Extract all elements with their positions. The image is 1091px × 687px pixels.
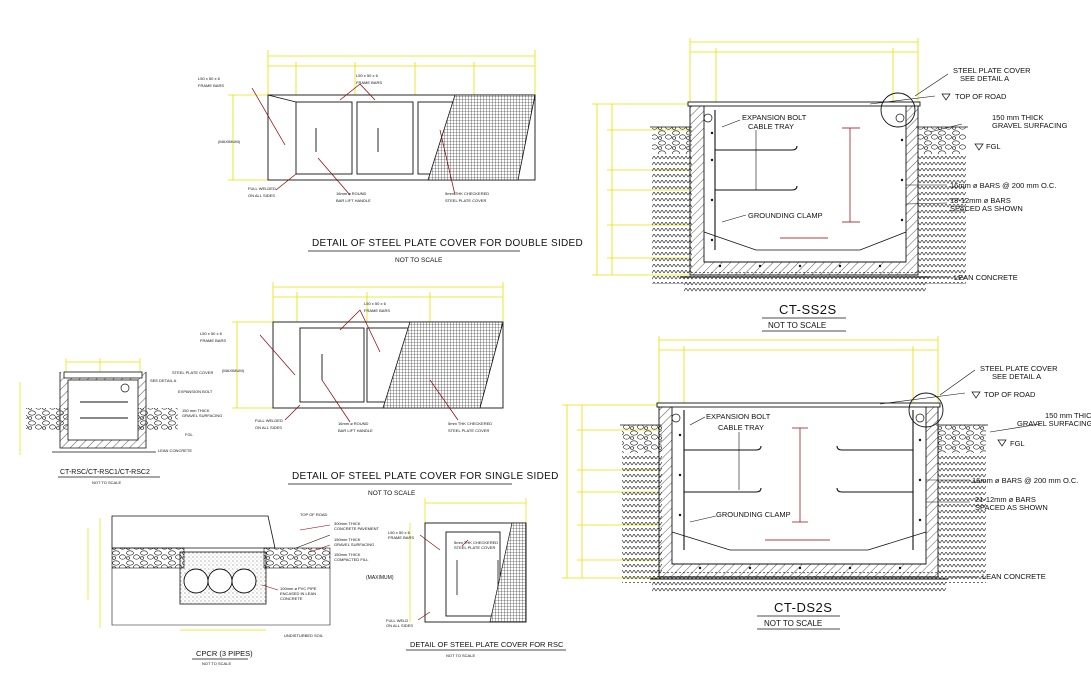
svg-text:FULL WELD: FULL WELD: [386, 618, 408, 623]
svg-text:300mm THICK: 300mm THICK: [334, 521, 361, 526]
svg-text:ON ALL SIDES: ON ALL SIDES: [255, 425, 282, 430]
handle-label: 16mm ø ROUND: [336, 191, 367, 196]
single-sided-title: DETAIL OF STEEL PLATE COVER FOR SINGLE S…: [292, 471, 559, 482]
rsc-cover-title: DETAIL OF STEEL PLATE COVER FOR RSC: [410, 640, 564, 649]
svg-text:FRAME BARS: FRAME BARS: [388, 535, 414, 540]
single-sided-scale: NOT TO SCALE: [368, 490, 416, 497]
ss2s-lean-concrete: LEAN CONCRETE: [954, 273, 1018, 282]
frame-bars-label: L50 x 50 x 6: [198, 76, 221, 81]
svg-text:COMPACTED FILL: COMPACTED FILL: [334, 557, 369, 562]
svg-text:L50 x 50 x 6: L50 x 50 x 6: [388, 530, 411, 535]
cpcr-pipes-detail: TOP OF ROAD 300mm THICK CONCRETE PAVEMEN…: [87, 512, 380, 666]
svg-text:SEE DETAIL A: SEE DETAIL A: [150, 378, 177, 383]
svg-text:FRAME BARS: FRAME BARS: [198, 83, 224, 88]
svg-text:BAR LIFT HANDLE: BAR LIFT HANDLE: [336, 198, 371, 203]
svg-text:GRAVEL SURFACING: GRAVEL SURFACING: [182, 413, 222, 418]
ds2s-lean-concrete: LEAN CONCRETE: [982, 572, 1046, 581]
ss2s-scale: NOT TO SCALE: [768, 321, 826, 330]
dimension-lines: [228, 50, 536, 181]
svg-text:NOT TO SCALE: NOT TO SCALE: [202, 661, 231, 666]
double-sided-title: DETAIL OF STEEL PLATE COVER FOR DOUBLE S…: [312, 238, 583, 249]
svg-text:ON ALL SIDES: ON ALL SIDES: [248, 193, 275, 198]
ss2s-title: CT-SS2S: [779, 302, 837, 317]
cpcr-title: CPCR (3 PIPES): [196, 649, 253, 658]
svg-text:TOP OF ROAD: TOP OF ROAD: [300, 512, 328, 517]
svg-text:16mm ø ROUND: 16mm ø ROUND: [338, 421, 369, 426]
svg-text:GRAVEL SURFACING: GRAVEL SURFACING: [1017, 419, 1091, 428]
ss2s-cable-tray: CABLE TRAY: [748, 122, 794, 131]
ds2s-expansion-bolt: EXPANSION BOLT: [706, 412, 771, 421]
full-welded-label: FULL WELDED: [248, 186, 276, 191]
svg-text:150mm THICK: 150mm THICK: [334, 552, 361, 557]
svg-text:GRAVEL SURFACING: GRAVEL SURFACING: [334, 542, 374, 547]
single-sided-cover-detail: L50 x 50 x 6 FRAME BARS L50 x 50 x 6 FRA…: [200, 282, 559, 497]
svg-text:150 mm THICK: 150 mm THICK: [1045, 411, 1091, 420]
svg-text:UNDISTURBED SOIL: UNDISTURBED SOIL: [284, 633, 324, 638]
svg-text:150 mm THICK: 150 mm THICK: [992, 113, 1044, 122]
ct-ds2s-section: STEEL PLATE COVER SEE DETAIL A TOP OF RO…: [562, 336, 1091, 630]
svg-text:FGL: FGL: [185, 432, 194, 437]
svg-text:SPACED AS SHOWN: SPACED AS SHOWN: [975, 503, 1048, 512]
svg-text:LEAN CONCRETE: LEAN CONCRETE: [158, 448, 192, 453]
ds2s-cable-tray: CABLE TRAY: [718, 423, 764, 432]
svg-text:SEE DETAIL A: SEE DETAIL A: [992, 372, 1041, 381]
svg-text:STEEL PLATE COVER: STEEL PLATE COVER: [454, 545, 495, 550]
svg-text:100mm ø PVC PIPE: 100mm ø PVC PIPE: [280, 586, 317, 591]
svg-text:(MAXIMUM): (MAXIMUM): [366, 575, 394, 581]
plate-label: 5mm THK CHECKERED: [445, 191, 489, 196]
svg-text:FRAME BARS: FRAME BARS: [364, 308, 390, 313]
svg-text:16mm ø BARS @ 200 mm O.C.: 16mm ø BARS @ 200 mm O.C.: [950, 181, 1056, 190]
ct-ss2s-section: STEEL PLATE COVER SEE DETAIL A TOP OF RO…: [592, 38, 1068, 332]
svg-text:150mm THICK: 150mm THICK: [334, 537, 361, 542]
svg-text:ENCASED IN LEAN: ENCASED IN LEAN: [280, 591, 316, 596]
ss2s-expansion-bolt: EXPANSION BOLT: [742, 113, 807, 122]
svg-text:CONCRETE: CONCRETE: [280, 596, 303, 601]
svg-text:L50 x 50 x 6: L50 x 50 x 6: [200, 331, 223, 336]
svg-text:SPACED AS SHOWN: SPACED AS SHOWN: [950, 204, 1023, 213]
ss2s-steel-plate-cover: STEEL PLATE COVER: [953, 66, 1031, 75]
ds2s-grounding-clamp: GROUNDING CLAMP: [716, 510, 791, 519]
max-dimension-label: (MAXIMUM): [218, 139, 241, 144]
svg-text:FGL: FGL: [1010, 439, 1025, 448]
svg-text:NOT TO SCALE: NOT TO SCALE: [92, 480, 121, 485]
rsc-section-detail: STEEL PLATE COVER SEE DETAIL A EXPANSION…: [19, 358, 222, 485]
ss2s-top-of-road: TOP OF ROAD: [955, 92, 1007, 101]
ds2s-scale: NOT TO SCALE: [764, 619, 822, 628]
svg-text:FGL: FGL: [986, 142, 1001, 151]
rsc-section-title: CT-RSC/CT-RSC1/CT-RSC2: [60, 469, 150, 476]
svg-text:BAR LIFT HANDLE: BAR LIFT HANDLE: [338, 428, 373, 433]
svg-text:(MAXIMUM): (MAXIMUM): [222, 368, 245, 373]
svg-text:NOT TO SCALE: NOT TO SCALE: [446, 653, 475, 658]
svg-text:STEEL PLATE COVER: STEEL PLATE COVER: [445, 198, 486, 203]
ss2s-grounding-clamp: GROUNDING CLAMP: [748, 211, 823, 220]
svg-text:FRAME BARS: FRAME BARS: [200, 338, 226, 343]
svg-text:L50 x 50 x 6: L50 x 50 x 6: [364, 301, 387, 306]
double-sided-scale: NOT TO SCALE: [395, 257, 443, 264]
svg-text:FULL WELDED: FULL WELDED: [255, 418, 283, 423]
ds2s-title: CT-DS2S: [774, 600, 832, 615]
svg-text:SEE DETAIL A: SEE DETAIL A: [960, 74, 1009, 83]
svg-text:16mm ø BARS @ 200 mm O.C.: 16mm ø BARS @ 200 mm O.C.: [972, 476, 1078, 485]
svg-text:150 mm THICK: 150 mm THICK: [182, 408, 210, 413]
ds2s-top-of-road: TOP OF ROAD: [984, 390, 1036, 399]
svg-text:5mm THK CHECKERED: 5mm THK CHECKERED: [448, 421, 492, 426]
rsc-cover-detail: L50 x 50 x 6 FRAME BARS 5mm THK CHECKERE…: [366, 498, 566, 658]
svg-text:STEEL PLATE COVER: STEEL PLATE COVER: [448, 428, 489, 433]
svg-text:GRAVEL SURFACING: GRAVEL SURFACING: [992, 121, 1068, 130]
svg-text:FRAME BARS: FRAME BARS: [356, 80, 382, 85]
ds2s-steel-plate-cover: STEEL PLATE COVER: [980, 364, 1058, 373]
svg-text:ON ALL SIDES: ON ALL SIDES: [386, 623, 413, 628]
svg-text:21-12mm ø BARS: 21-12mm ø BARS: [975, 495, 1036, 504]
svg-text:L50 x 50 x 6: L50 x 50 x 6: [356, 73, 379, 78]
svg-text:EXPANSION BOLT: EXPANSION BOLT: [178, 389, 213, 394]
svg-text:18-12mm ø BARS: 18-12mm ø BARS: [950, 196, 1011, 205]
double-sided-cover-detail: L50 x 50 x 6 FRAME BARS L50 x 50 x 6 FRA…: [198, 50, 583, 264]
svg-text:5mm THK CHECKERED: 5mm THK CHECKERED: [454, 540, 498, 545]
svg-text:STEEL PLATE COVER: STEEL PLATE COVER: [172, 370, 213, 375]
svg-text:CONCRETE PAVEMENT: CONCRETE PAVEMENT: [334, 526, 380, 531]
